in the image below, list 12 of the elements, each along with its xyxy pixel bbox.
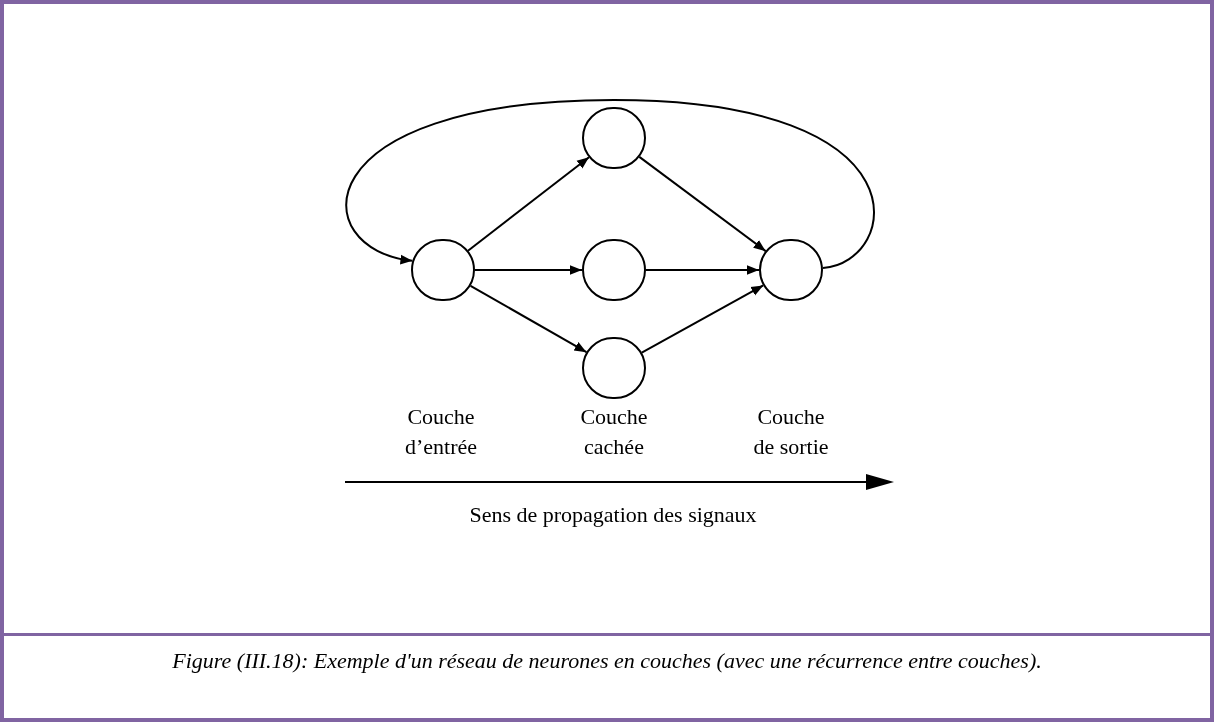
layer-label: Couche de sortie (752, 403, 830, 461)
axis-caption: Sens de propagation des signaux (468, 501, 758, 529)
layer-label: Couche d’entrée (403, 403, 479, 461)
arrow (469, 284, 588, 354)
arrow (638, 155, 767, 253)
arrow (346, 99, 875, 269)
arrow (645, 265, 760, 275)
arrow (467, 156, 590, 252)
layer-label: Couche cachée (579, 403, 649, 461)
arrow (474, 265, 583, 275)
arrow (640, 284, 765, 354)
figure-caption: Figure (III.18): Exemple d'un réseau de neurones en couches (avec une récurrence entre couches). (171, 648, 1043, 674)
